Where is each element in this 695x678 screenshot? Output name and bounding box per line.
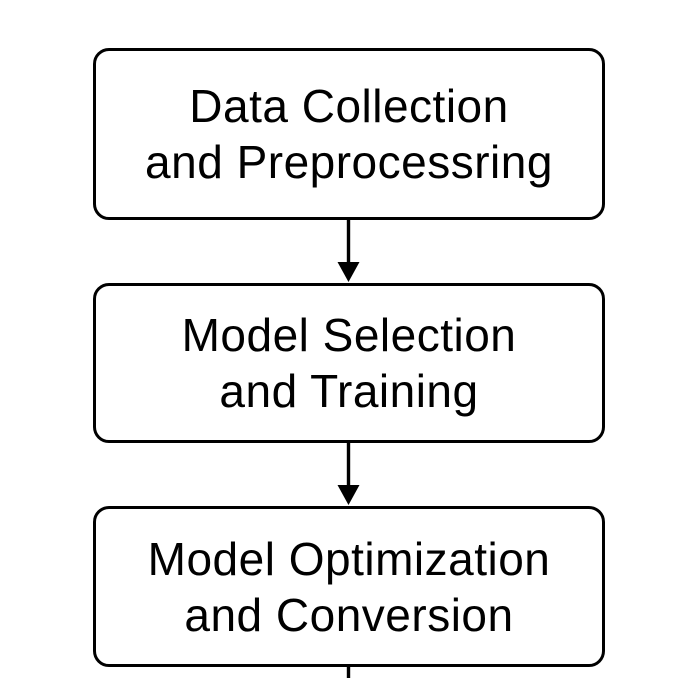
arrow-selection-to-optimization: [337, 442, 360, 505]
arrowhead-down-icon: [337, 262, 360, 282]
node-label-line-1: Data Collection: [189, 80, 509, 132]
arrowhead-down-icon: [337, 485, 360, 505]
arrow-collection-to-selection: [337, 219, 360, 282]
node-model-optimization-and-conversion: Model Optimization and Conversion: [93, 506, 605, 667]
node-label-line-1: Model Selection: [181, 309, 517, 361]
node-data-collection-and-preprocessing: Data Collection and Preprocessring: [93, 48, 605, 220]
node-label-line-2: and Training: [219, 365, 479, 417]
node-label-line-2: and Conversion: [184, 588, 514, 641]
node-label-line-1: Model Optimization: [147, 532, 551, 585]
node-label-line-2: and Preprocessring: [145, 136, 553, 188]
node-model-selection-and-training: Model Selection and Training: [93, 283, 605, 443]
